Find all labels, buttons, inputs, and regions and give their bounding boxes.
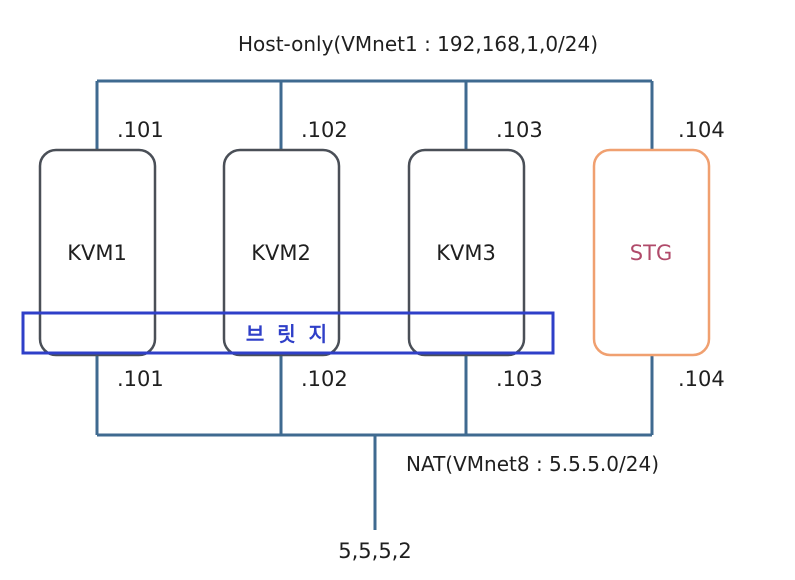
node-label-kvm3: KVM3 xyxy=(436,241,496,265)
ip-top-stg: .104 xyxy=(678,118,725,142)
node-label-kvm2: KVM2 xyxy=(251,241,311,265)
host-only-label: Host-only(VMnet1 : 192,168,1,0/24) xyxy=(238,32,598,56)
node-label-kvm1: KVM1 xyxy=(67,241,127,265)
node-box-kvm3 xyxy=(407,148,526,357)
nat-gateway-ip: 5,5,5,2 xyxy=(338,539,411,563)
ip-bottom-kvm2: .102 xyxy=(301,367,348,391)
bridge-label: 브 릿 지 xyxy=(246,322,330,346)
nat-label: NAT(VMnet8 : 5.5.5.0/24) xyxy=(406,452,659,476)
ip-top-kvm3: .103 xyxy=(496,118,543,142)
ip-bottom-kvm1: .101 xyxy=(117,367,164,391)
node-box-stg xyxy=(592,148,711,357)
host-only-bus xyxy=(95,79,654,150)
nat-bus xyxy=(95,355,654,530)
node-box-kvm1 xyxy=(38,148,157,357)
ip-top-kvm2: .102 xyxy=(301,118,348,142)
ip-bottom-stg: .104 xyxy=(678,367,725,391)
ip-bottom-kvm3: .103 xyxy=(496,367,543,391)
node-box-kvm2 xyxy=(222,148,341,357)
bridge-box xyxy=(21,311,555,355)
node-label-stg: STG xyxy=(630,241,672,265)
ip-top-kvm1: .101 xyxy=(117,118,164,142)
